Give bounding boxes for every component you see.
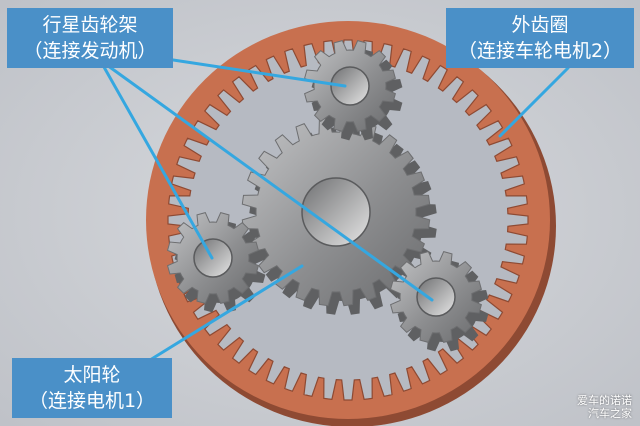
watermark-line1: 爱车的诺诺: [577, 394, 632, 407]
pointer-carrier-to-left-planet: [98, 58, 214, 260]
watermark: 爱车的诺诺 汽车之家: [577, 394, 632, 420]
ring-gear-subtitle: （连接车轮电机2）: [457, 40, 623, 62]
sun-gear-icon-bore: [301, 177, 371, 247]
planet-carrier-label: 行星齿轮架 （连接发动机）: [7, 8, 173, 68]
planet-carrier-title: 行星齿轮架: [42, 14, 138, 36]
sun-gear-title: 太阳轮: [63, 364, 121, 386]
ring-gear-title: 外齿圈: [511, 14, 569, 36]
pointer-carrier-to-right-planet: [98, 58, 434, 302]
pointer-sun: [148, 264, 304, 362]
planet-carrier-subtitle: （连接发动机）: [23, 40, 157, 62]
pointer-ring: [498, 66, 570, 138]
sun-gear-icon: [241, 117, 437, 315]
pointer-carrier-to-top-planet: [158, 56, 347, 88]
planet-gear-icon: [304, 40, 403, 141]
planet-gear-icon-bore: [416, 277, 456, 317]
sun-gear-label: 太阳轮 （连接电机1）: [12, 358, 172, 418]
pointer-lines: [98, 56, 570, 362]
planet-gear-icon: [390, 251, 489, 352]
ring-gear-label: 外齿圈 （连接车轮电机2）: [446, 8, 634, 68]
watermark-line2: 汽车之家: [588, 407, 632, 420]
planet-gear-icon-bore: [330, 66, 370, 106]
sun-gear-subtitle: （连接电机1）: [28, 390, 156, 412]
gears-group: [167, 40, 489, 352]
